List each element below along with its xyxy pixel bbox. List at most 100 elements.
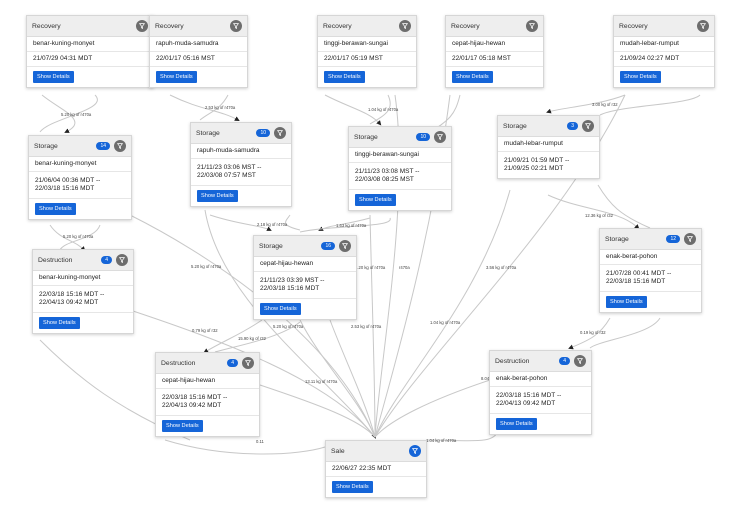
node-storage-3: Storage 10 tinggi-berawan-sungai 21/11/2… [348,126,452,211]
node-name: cepat-hijau-hewan [254,257,356,272]
filter-icon[interactable] [114,140,126,152]
node-title: Storage [605,235,629,243]
show-details-button[interactable]: Show Details [35,203,76,215]
filter-icon[interactable] [697,20,709,32]
date-end: 22/03/08 07:57 MST [197,172,256,179]
show-details-button[interactable]: Show Details [162,420,203,432]
date-start: 22/03/18 15:16 MDT -- [162,394,228,401]
filter-icon[interactable] [526,20,538,32]
edge-label: 1.04 kg of r470a [368,107,399,112]
node-header: Destruction 4 [156,353,259,374]
filter-icon[interactable] [574,355,586,367]
node-header: Storage 14 [29,136,131,157]
filter-icon[interactable] [136,20,148,32]
show-details-button[interactable]: Show Details [496,418,537,430]
filter-icon[interactable] [242,357,254,369]
node-date-range: 21/09/21 01:59 MDT -- 21/09/25 02:21 MDT [498,152,599,178]
edge-des3-sale [374,379,491,438]
edge-label: 2.18 kg of r470a [257,222,288,227]
edge-sto6-des3b [589,317,661,349]
node-title: Storage [196,129,220,137]
node-name: rapuh-muda-samudra [150,37,247,52]
node-name: mudah-lebar-rumput [614,37,714,52]
show-details-button[interactable]: Show Details [355,194,396,206]
node-date-range: 21/06/04 00:36 MDT -- 22/03/18 15:16 MDT [29,172,131,199]
node-date: 22/01/17 05:18 MST [446,52,543,67]
show-details-button[interactable]: Show Details [197,190,238,202]
show-details-button[interactable]: Show Details [260,303,301,315]
filter-icon[interactable] [339,240,351,252]
count-badge: 12 [666,235,680,243]
edge-label: 5.20 kg of r470a [61,112,92,117]
filter-icon[interactable] [409,445,421,457]
date-end: 22/04/13 09:42 MDT [162,402,222,409]
edge-label: r470a [399,265,410,270]
node-name: enak-berat-pohon [490,372,591,387]
show-details-button[interactable]: Show Details [324,71,365,83]
node-title: Recovery [155,22,184,30]
show-details-button[interactable]: Show Details [156,71,197,83]
edge-label: 3.00 kg of r32 [592,102,618,107]
date-start: 21/11/23 03:06 MST -- [197,164,262,171]
node-title: Storage [354,133,378,141]
node-date-range: 21/11/23 03:08 MST -- 22/03/08 08:25 MST [349,163,451,190]
node-header: Recovery [150,16,247,37]
show-details-button[interactable]: Show Details [452,71,493,83]
edge-label: 5.20 kg of r470a [63,234,94,239]
node-title: Storage [503,122,527,130]
edge-sto3-sto5b [299,217,391,233]
count-badge: 16 [321,242,335,250]
node-recovery-1: Recovery benar-kuning-monyet 21/07/29 04… [26,15,154,88]
filter-icon[interactable] [434,131,446,143]
node-header: Storage 12 [600,229,701,250]
node-date: 21/09/24 02:27 MDT [614,52,714,67]
node-destruction-1: Destruction 4 benar-kuning-monyet 22/03/… [32,249,134,334]
node-name: cepat-hijau-hewan [156,374,259,389]
node-sale: Sale 22/06/27 22:35 MDT Show Details [325,440,427,498]
node-title: Recovery [451,22,480,30]
node-title: Destruction [161,359,196,367]
count-badge: 4 [559,357,570,365]
node-recovery-5: Recovery mudah-lebar-rumput 21/09/24 02:… [613,15,715,88]
filter-icon[interactable] [274,127,286,139]
node-title: Destruction [38,256,73,264]
edge-sto3-sale [369,214,376,438]
node-header: Recovery [27,16,153,37]
edge-rec5-sto4b [599,94,701,116]
edge-label: 1.04 kg of r470a [426,438,457,443]
node-name: tinggi-berawan-sungai [349,148,451,163]
filter-icon[interactable] [399,20,411,32]
node-header: Storage 16 [254,236,356,257]
node-header: Destruction 4 [490,351,591,372]
show-details-button[interactable]: Show Details [39,317,80,329]
node-recovery-4: Recovery cepat-hijau-hewan 22/01/17 05:1… [445,15,544,88]
edge-sto5-des2 [203,319,263,354]
filter-icon[interactable] [116,254,128,266]
edge-label: 1.63 kg of r470a [336,223,367,228]
edge-sto2-sto5b [285,214,301,231]
count-badge: 4 [101,256,112,264]
edge-label: 2.53 kg of r470a [351,324,382,329]
node-header: Storage 10 [191,123,291,144]
date-start: 21/06/04 00:36 MDT -- [35,177,101,184]
node-name: cepat-hijau-hewan [446,37,543,52]
edge-sto6-des3 [568,317,611,350]
count-badge: 4 [227,359,238,367]
count-badge: 10 [416,133,430,141]
show-details-button[interactable]: Show Details [620,71,661,83]
show-details-button[interactable]: Show Details [606,296,647,308]
edge-sto2-sto5 [209,214,272,231]
filter-icon[interactable] [230,20,242,32]
show-details-button[interactable]: Show Details [332,481,373,493]
edge-label: 13.11 kg of r470a [305,379,338,384]
edge-sto2-sale [204,209,376,438]
show-details-button[interactable]: Show Details [33,71,74,83]
edge-sto5-sale [299,319,376,438]
filter-icon[interactable] [582,120,594,132]
node-date-range: 21/11/23 03:06 MST -- 22/03/08 07:57 MST [191,159,291,186]
date-start: 21/07/28 00:41 MDT -- [606,270,672,277]
edge-label: 0.79 kg of r32 [192,328,218,333]
filter-icon[interactable] [684,233,696,245]
node-storage-1: Storage 14 benar-kuning-monyet 21/06/04 … [28,135,132,220]
